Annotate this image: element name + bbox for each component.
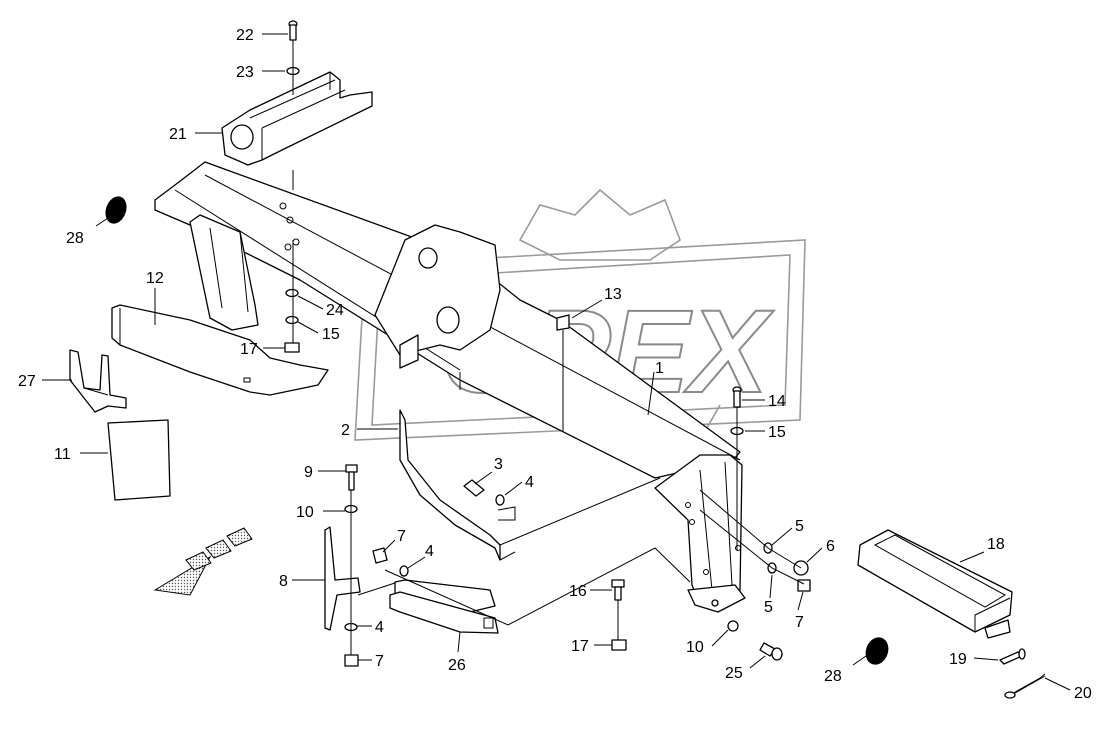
label-7-right: 7 [795, 614, 804, 631]
part-12-cover [111, 304, 329, 396]
label-6: 6 [826, 538, 835, 555]
part-28-disc-left [105, 196, 127, 224]
label-24: 24 [326, 302, 344, 319]
label-11: 11 [54, 446, 71, 463]
label-4-low: 4 [375, 619, 384, 636]
part-26-arm [389, 579, 499, 634]
label-5-top: 5 [795, 518, 804, 535]
label-12: 12 [146, 270, 164, 287]
label-28-right: 28 [824, 668, 842, 685]
label-17-right: 17 [571, 638, 589, 655]
label-9: 9 [304, 464, 313, 481]
part-20-pin [1009, 673, 1046, 696]
label-15-right: 15 [768, 424, 786, 441]
label-25: 25 [725, 665, 743, 682]
label-7-low: 7 [375, 653, 384, 670]
label-8: 8 [279, 573, 288, 590]
label-26: 26 [448, 657, 466, 674]
part-1-main-frame [154, 161, 746, 613]
part-11-plate [107, 419, 171, 501]
label-28-left: 28 [66, 230, 84, 247]
label-23: 23 [236, 64, 254, 81]
label-21: 21 [169, 126, 187, 143]
label-15-left: 15 [322, 326, 340, 343]
label-2: 2 [341, 422, 350, 439]
label-16: 16 [569, 583, 587, 600]
label-19: 19 [949, 651, 967, 668]
label-3: 3 [494, 456, 503, 473]
label-13: 13 [604, 286, 622, 303]
label-7-mid: 7 [397, 528, 406, 545]
label-4-mid: 4 [425, 543, 434, 560]
label-14: 14 [768, 393, 786, 410]
leader-lines [42, 33, 1071, 691]
part-number-labels: 1 2 3 4 4 4 5 5 6 7 7 7 8 9 10 10 11 12 … [18, 27, 1092, 702]
part-18-tray [857, 529, 1013, 639]
label-5-low: 5 [764, 599, 773, 616]
part-21-hitch-head [221, 71, 373, 166]
part-2-shield [399, 409, 661, 561]
label-20: 20 [1074, 685, 1092, 702]
label-10-left: 10 [296, 504, 314, 521]
label-4-top: 4 [525, 474, 534, 491]
label-10-right: 10 [686, 639, 704, 656]
part-27-bracket [69, 349, 127, 413]
label-27: 27 [18, 373, 36, 390]
direction-arrow [153, 527, 253, 596]
label-1: 1 [655, 360, 664, 377]
part-28-disc-right [865, 637, 889, 665]
label-18: 18 [987, 536, 1005, 553]
label-17-left: 17 [240, 341, 258, 358]
label-22: 22 [236, 27, 254, 44]
part-8-plate [324, 526, 361, 631]
